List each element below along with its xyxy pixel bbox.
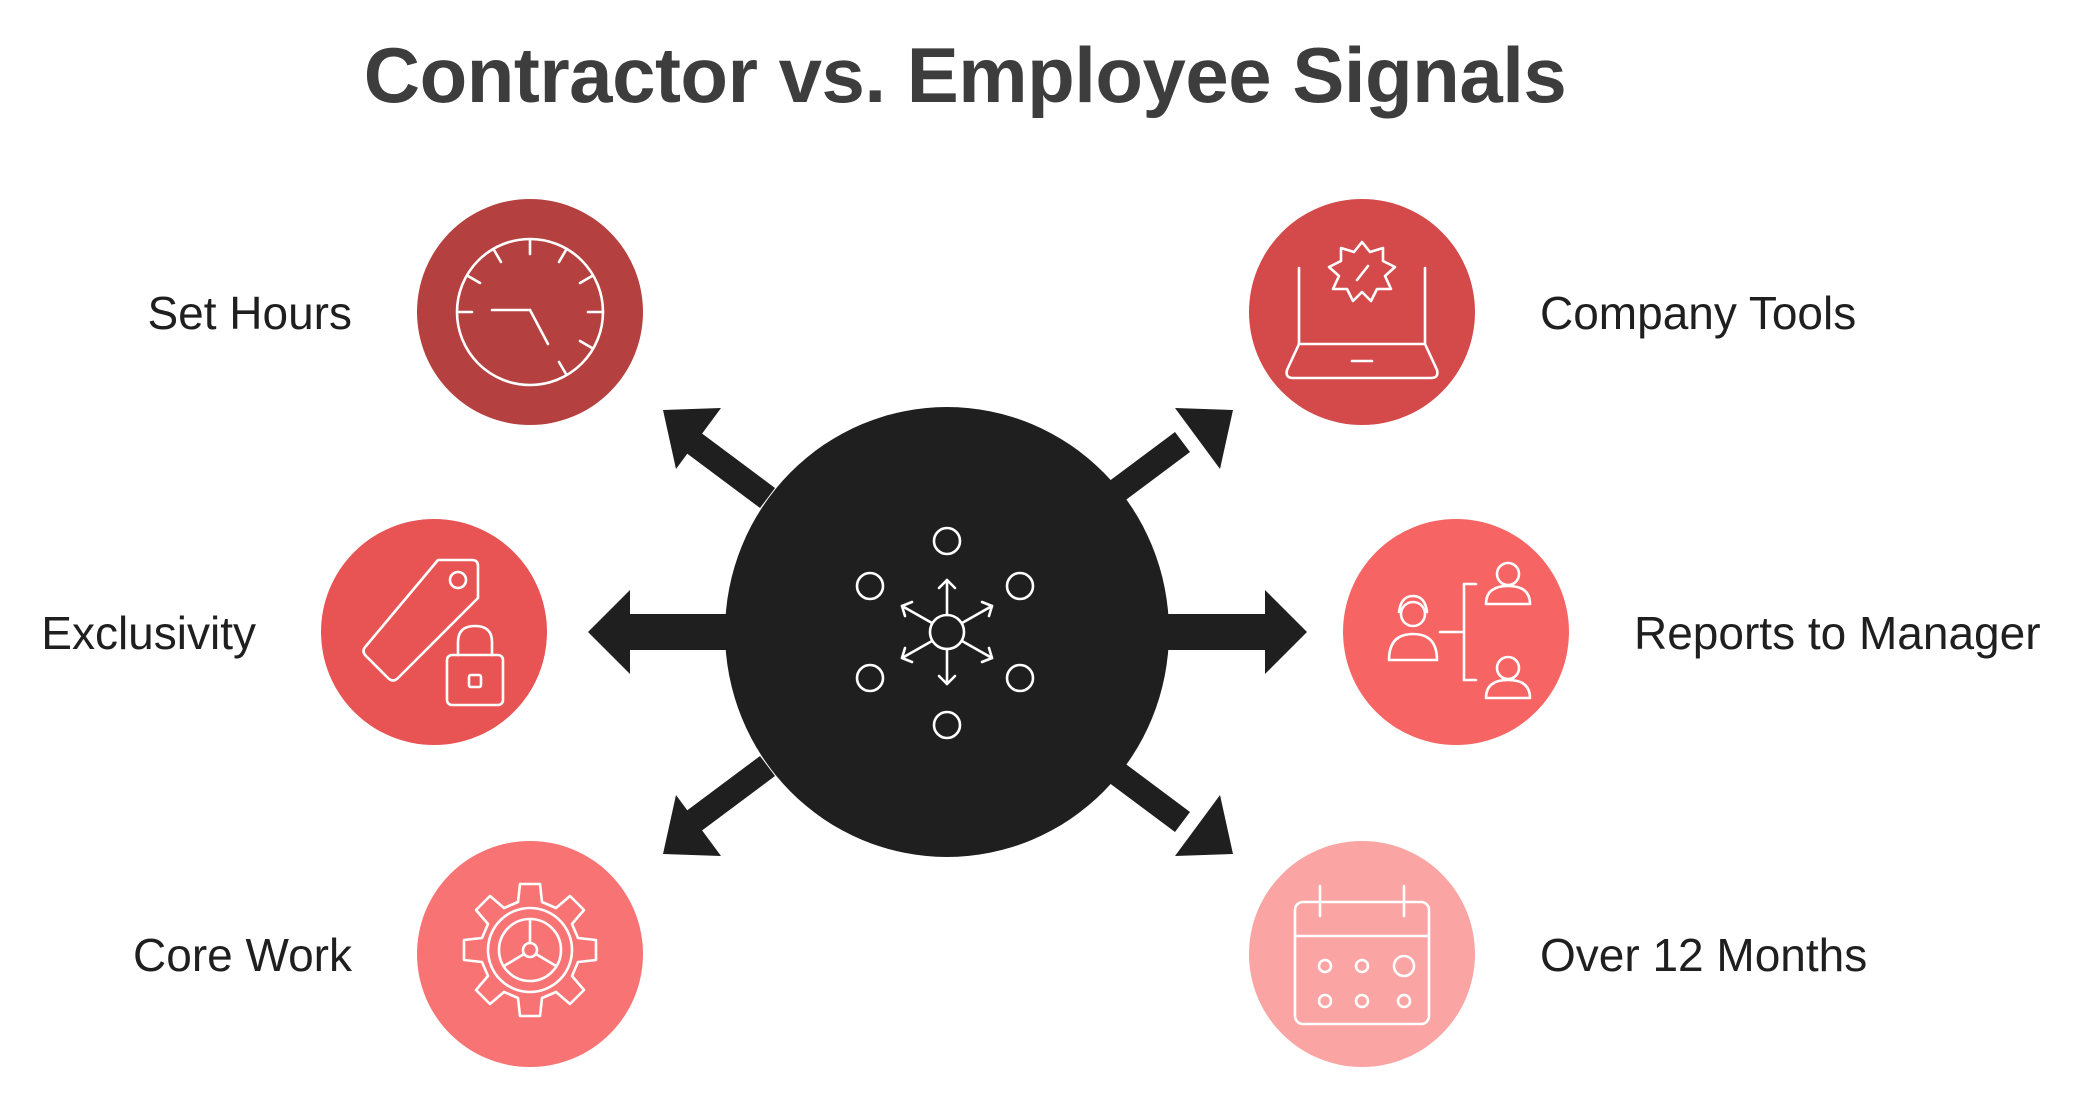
label-over-12-months: Over 12 Months (1540, 929, 1868, 981)
label-exclusivity: Exclusivity (41, 607, 256, 659)
tag-lock-icon (362, 558, 505, 707)
arrow-upper-left (663, 408, 775, 508)
laptop-gear-icon (1285, 240, 1439, 380)
arrow-lower-right (1100, 756, 1233, 856)
diagram-title: Contractor vs. Employee Signals (363, 31, 1567, 119)
label-reports-to-manager: Reports to Manager (1634, 607, 2041, 659)
core-work-circle (417, 841, 643, 1067)
label-core-work: Core Work (133, 929, 352, 981)
network-hub-icon (855, 526, 1035, 740)
org-chart-icon (1387, 561, 1532, 700)
label-company-tools: Company Tools (1540, 287, 1857, 339)
exclusivity-circle (321, 519, 547, 745)
arrow-middle-left (588, 590, 730, 674)
gear-icon (462, 882, 598, 1018)
hub-circle (725, 407, 1169, 857)
label-set-hours: Set Hours (147, 287, 352, 339)
central-hub (725, 407, 1169, 857)
company-tools-circle (1249, 199, 1475, 425)
arrow-upper-right (1100, 408, 1233, 508)
connector-arrows (588, 408, 1307, 856)
arrow-lower-left (663, 756, 775, 856)
clock-icon (455, 237, 605, 387)
arrow-middle-right (1165, 590, 1307, 674)
over-12-months-circle (1249, 841, 1475, 1067)
calendar-icon (1293, 884, 1431, 1026)
